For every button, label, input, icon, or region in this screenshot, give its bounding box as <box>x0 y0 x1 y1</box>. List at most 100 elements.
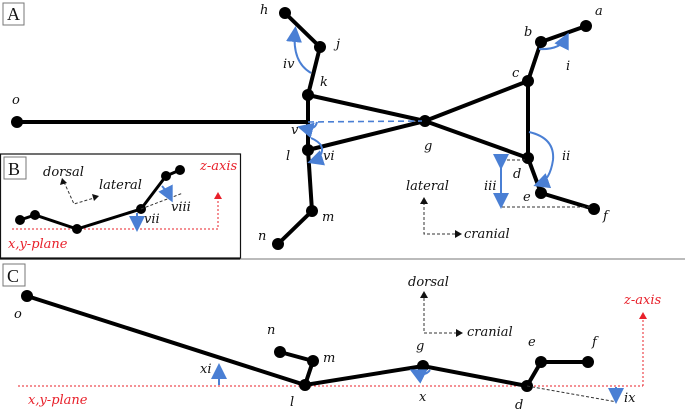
panel-c-orientation-axes <box>423 298 456 334</box>
angle-xi-label: xi <box>200 362 212 377</box>
panel-c-spine <box>25 294 529 388</box>
angle-v-reference <box>307 120 423 123</box>
joint-n <box>272 238 284 250</box>
joint-k <box>302 89 314 101</box>
arrow-dorsal-icon <box>60 178 67 185</box>
angle-v-arc <box>297 121 318 139</box>
arrow-dorsal-icon <box>420 291 428 298</box>
panel-b-joint-3 <box>72 224 82 234</box>
panel-b-joint-5 <box>161 171 171 181</box>
orientation-lateral-label: lateral <box>406 179 449 194</box>
c-joint-l <box>299 379 311 391</box>
label-c: c <box>512 66 520 81</box>
panel-b-joint-1 <box>15 215 25 225</box>
panel-a-skeleton <box>15 11 596 246</box>
c-joint-g <box>417 360 429 372</box>
joint-e <box>535 187 547 199</box>
angle-iv-arc <box>286 26 312 74</box>
c-label-d: d <box>515 398 523 411</box>
bone-g-c <box>423 79 530 123</box>
arrow-lateral-icon <box>420 197 428 204</box>
panel-a-label-box <box>2 2 25 26</box>
label-h: h <box>260 3 268 18</box>
joint-l <box>302 144 314 156</box>
orientation-cranial-label: cranial <box>464 227 510 242</box>
angle-viii-label: viii <box>171 200 191 215</box>
joint-h <box>279 7 291 19</box>
angle-x-label: x <box>419 390 427 405</box>
arrow-cranial-icon <box>455 230 462 238</box>
bone-c-b <box>526 40 543 83</box>
panel-c-hind-limb <box>525 360 590 388</box>
panel-c: C z-axis x,y-plane o n m l g d e f xi x … <box>2 263 661 411</box>
label-n: n <box>258 229 266 244</box>
angle-ix-reference <box>526 385 618 403</box>
label-l: l <box>286 149 290 164</box>
c-joint-n <box>274 346 286 358</box>
label-f: f <box>602 209 610 224</box>
arrow-cranial-icon <box>456 329 463 337</box>
bone-k-j <box>306 45 322 97</box>
panel-b-label-box <box>3 156 27 180</box>
c-label-l: l <box>290 395 294 410</box>
label-a: a <box>595 4 603 19</box>
bone-k-g <box>306 93 427 123</box>
panel-b-dorsal-label: dorsal <box>43 165 84 180</box>
angle-iv-label: iv <box>283 57 295 72</box>
joint-f <box>588 203 600 215</box>
joint-j <box>314 41 326 53</box>
label-j: j <box>333 37 340 52</box>
bone-g-d <box>423 119 530 160</box>
panel-a-label: A <box>7 4 20 24</box>
panel-a: A <box>2 2 610 250</box>
angle-x-arc <box>409 369 431 384</box>
c-joint-m <box>307 355 319 367</box>
panel-a-orientation: lateral cranial <box>406 179 510 242</box>
joint-g <box>419 115 431 127</box>
panel-b-frame <box>0 153 242 259</box>
panel-c-plane-label: x,y-plane <box>28 393 88 408</box>
angle-vi-label: vi <box>323 149 335 164</box>
panel-a-angles: i ii iii iv v vi <box>283 26 590 209</box>
c-label-m: m <box>323 351 335 366</box>
bone-m-n <box>276 209 314 246</box>
panel-c-label-box <box>2 263 26 287</box>
angle-iii-label: iii <box>484 179 496 194</box>
c-label-n: n <box>267 323 275 338</box>
panel-b-z-axis-label: z-axis <box>199 159 237 174</box>
label-g: g <box>424 139 432 154</box>
panel-c-z-axis-label: z-axis <box>623 293 661 308</box>
c-joint-e <box>535 356 547 368</box>
angle-v-label: v <box>291 123 299 138</box>
c-label-f: f <box>591 335 599 350</box>
panel-b-label: B <box>8 159 20 179</box>
z-axis-arrow-icon <box>639 312 647 319</box>
label-b: b <box>524 25 532 40</box>
panel-b-joint-2 <box>30 210 40 220</box>
panel-c-label: C <box>7 266 19 286</box>
panel-b: B z-axis x,y-plane viii vii dorsal later… <box>0 153 242 259</box>
angle-ii-label: ii <box>562 149 570 164</box>
bone-j-h <box>283 11 322 49</box>
angle-i-label: i <box>566 59 570 74</box>
joint-b <box>535 36 547 48</box>
angle-i-arc <box>538 32 569 51</box>
c-joint-f <box>582 356 594 368</box>
c-label-e: e <box>528 335 536 350</box>
joint-o <box>11 116 23 128</box>
panel-b-lateral-label: lateral <box>99 178 142 193</box>
panel-c-cranial-label: cranial <box>467 325 513 340</box>
bone-b-a <box>539 24 588 44</box>
angle-vii-label: vii <box>144 212 160 227</box>
label-e: e <box>523 190 531 205</box>
bone-e-f <box>539 191 596 211</box>
arrow-lateral-icon <box>92 194 99 201</box>
label-o: o <box>12 93 20 108</box>
bone-l-g <box>306 119 427 152</box>
angle-vi-arc <box>307 137 326 166</box>
label-d: d <box>513 167 521 182</box>
label-k: k <box>320 75 328 90</box>
panel-c-dorsal-label: dorsal <box>408 275 449 290</box>
joint-c <box>522 75 534 87</box>
